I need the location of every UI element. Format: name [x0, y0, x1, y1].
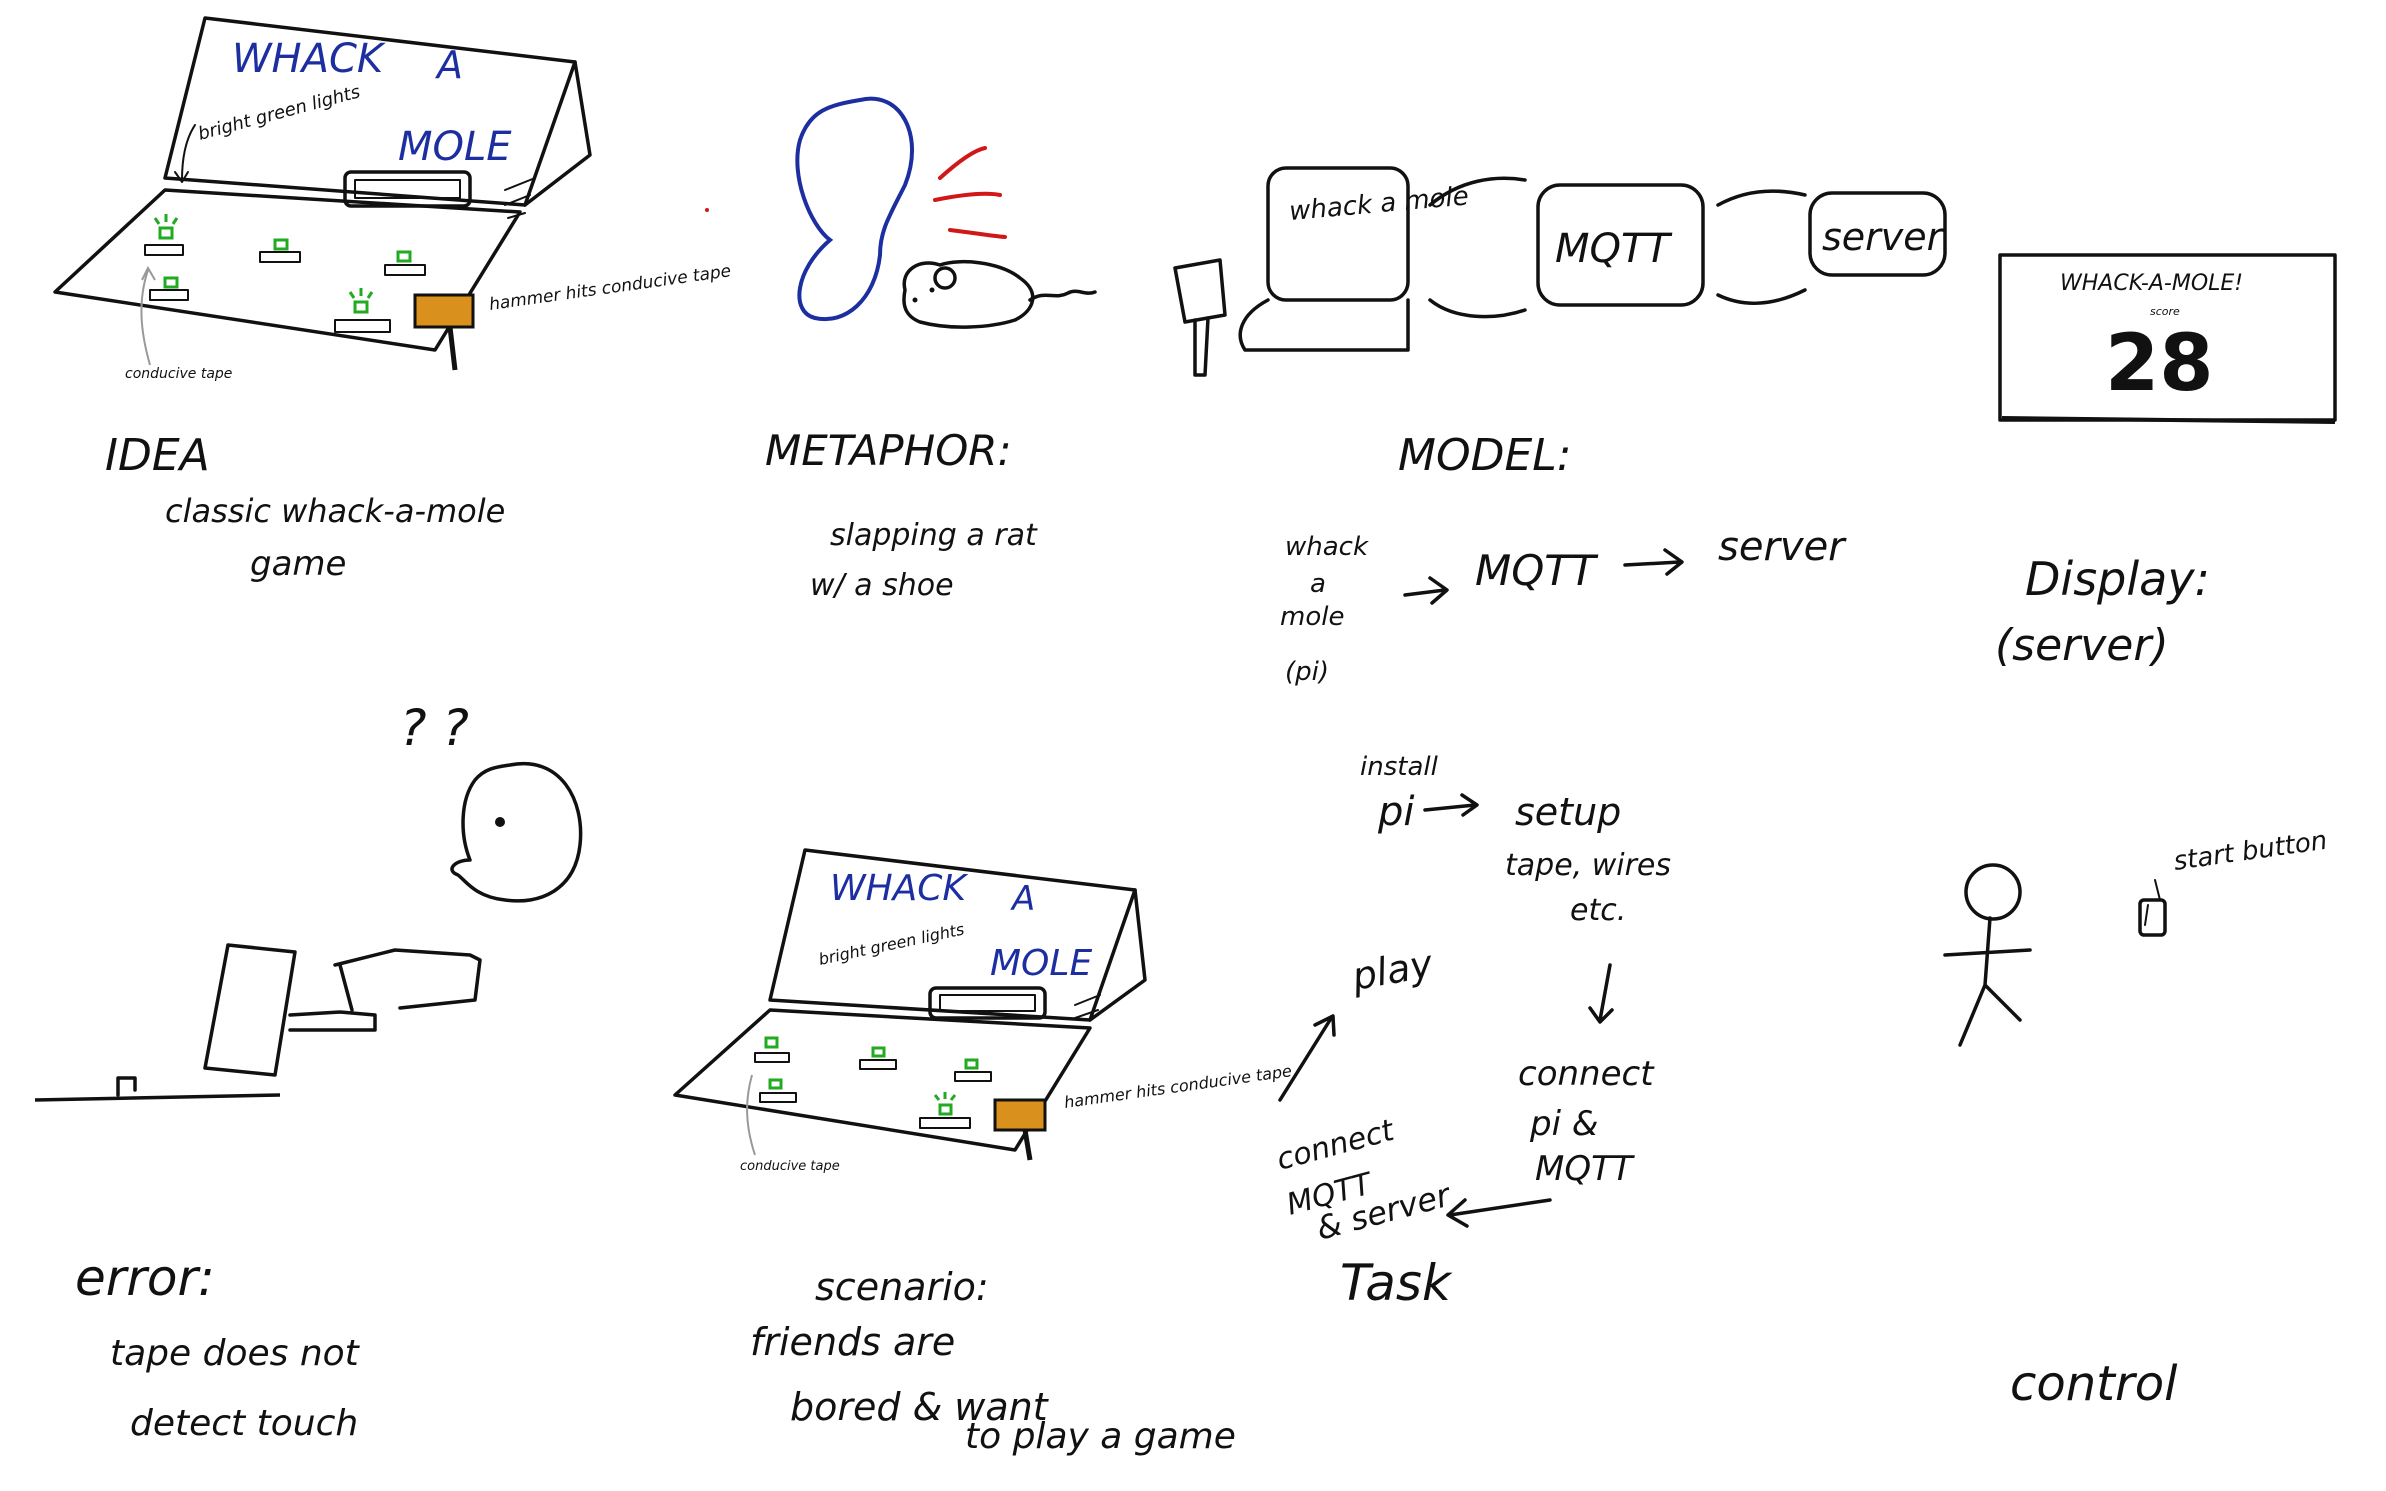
display-title: WHACK-A-MOLE! — [2060, 271, 2243, 296]
scenario-board-side — [1088, 888, 1147, 1022]
scenario-hammer-head — [993, 1098, 1047, 1132]
task-step-install: install — [1360, 752, 1439, 782]
task-step-connect-pi-line1: connect — [1518, 1054, 1655, 1094]
idea-tape-note: conducive tape — [125, 366, 232, 382]
start-button-icon — [2138, 898, 2167, 937]
scenario-board-base — [673, 1008, 1092, 1152]
task-step-setup-line3: etc. — [1570, 893, 1626, 928]
idea-tape-pads — [144, 244, 426, 333]
stick-figure-head — [1964, 863, 2022, 921]
metaphor-caption-line1: slapping a rat — [830, 518, 1038, 553]
model-box-mqtt-label: MQTT — [1555, 226, 1673, 272]
task-sketch: install pi setup tape, wires etc. connec… — [1273, 752, 1671, 1312]
scenario-hammer-note: hammer hits conducive tape — [1063, 1061, 1293, 1112]
model-flow-pi-line2: a — [1310, 569, 1326, 599]
idea-title-a: A — [434, 43, 463, 87]
model-flow-pi-line1: whack — [1285, 532, 1369, 562]
idea-board-side — [523, 60, 592, 207]
model-heading: MODEL: — [1398, 430, 1572, 481]
idea-sketch: WHACK A MOLE bright green lights conduci… — [53, 16, 732, 584]
idea-hammer-note: hammer hits conducive tape — [488, 261, 732, 315]
scenario-heading: scenario: — [815, 1265, 989, 1309]
display-score-label: score — [2150, 305, 2180, 318]
control-heading: control — [2010, 1356, 2178, 1412]
model-box-server — [1808, 191, 1947, 277]
error-heading: error: — [75, 1249, 215, 1307]
metaphor-sketch: METAPHOR: slapping a rat w/ a shoe — [705, 96, 1097, 603]
task-heading: Task — [1340, 1254, 1453, 1312]
task-step-setup-line2: tape, wires — [1505, 848, 1671, 883]
stick-figure-body — [1943, 916, 2032, 1047]
scenario-sketch: WHACK A MOLE bright green lights conduci… — [673, 848, 1293, 1457]
error-caption-line2: detect touch — [130, 1403, 358, 1444]
idea-hammer-head — [413, 293, 475, 329]
hammer-icon — [1173, 258, 1227, 377]
idea-lights-note: bright green lights — [196, 81, 363, 144]
model-flow-mqtt: MQTT — [1475, 546, 1599, 595]
model-box-server-label: server — [1822, 215, 1945, 259]
tablet-drawing — [203, 943, 297, 1077]
task-step-connect-mqtt-line1: connect — [1273, 1113, 1399, 1178]
model-box-whack-label: whack a mole — [1288, 181, 1470, 227]
scenario-tape-note: conducive tape — [740, 1159, 840, 1174]
scenario-green-lights — [764, 1036, 979, 1116]
display-heading: Display: — [2025, 552, 2210, 606]
task-step-setup: setup — [1515, 790, 1621, 834]
metaphor-heading: METAPHOR: — [765, 426, 1012, 475]
model-flow-pi-line4: (pi) — [1285, 657, 1329, 687]
error-sketch: ? ? error: tape does not detect touch — [34, 699, 583, 1444]
scenario-lights-note: bright green lights — [817, 919, 966, 968]
idea-green-lights — [153, 214, 412, 314]
display-sketch: WHACK-A-MOLE! score 28 Display: (server) — [1995, 253, 2337, 671]
control-button-note: start button — [2172, 826, 2329, 877]
idea-title-whack: WHACK — [232, 36, 386, 82]
impact-lines — [933, 146, 1007, 239]
confused-marks: ? ? — [400, 699, 469, 757]
scenario-score-display — [928, 986, 1047, 1020]
task-step-pi: pi — [1377, 789, 1415, 835]
scenario-title-mole: MOLE — [990, 943, 1092, 984]
model-box-whack — [1266, 166, 1410, 302]
scenario-caption-line3: to play a game — [965, 1416, 1236, 1457]
display-score-value: 28 — [2105, 319, 2214, 409]
scenario-caption-line1: friends are — [750, 1320, 955, 1364]
idea-heading: IDEA — [105, 430, 210, 481]
arm-drawing — [288, 948, 482, 1032]
scenario-caption-line2: bored & want — [790, 1385, 1050, 1429]
idea-title-mole: MOLE — [398, 124, 512, 170]
model-box-mqtt — [1536, 183, 1705, 307]
confused-face — [450, 761, 583, 903]
task-step-connect-pi-line3: MQTT — [1535, 1149, 1635, 1189]
display-subheading: (server) — [1995, 620, 2169, 671]
idea-score-display — [343, 170, 472, 208]
shoe-drawing — [795, 96, 915, 322]
rat-drawing — [902, 259, 1035, 329]
error-caption-line1: tape does not — [110, 1333, 361, 1374]
task-step-play: play — [1348, 941, 1436, 999]
model-flow-server: server — [1718, 524, 1847, 570]
model-flow-pi-line3: mole — [1280, 602, 1344, 632]
scenario-title-whack: WHACK — [830, 868, 968, 909]
scenario-title-a: A — [1010, 879, 1035, 919]
model-sketch: whack a mole MQTT server MODEL: whack a … — [1173, 166, 1947, 687]
metaphor-caption-line2: w/ a shoe — [810, 568, 954, 603]
control-sketch: start button control — [1943, 826, 2329, 1412]
task-step-connect-pi-line2: pi & — [1529, 1104, 1598, 1144]
scenario-tape-pads — [754, 1052, 992, 1129]
idea-caption-line2: game — [250, 544, 346, 584]
idea-caption-line1: classic whack-a-mole — [165, 492, 505, 530]
